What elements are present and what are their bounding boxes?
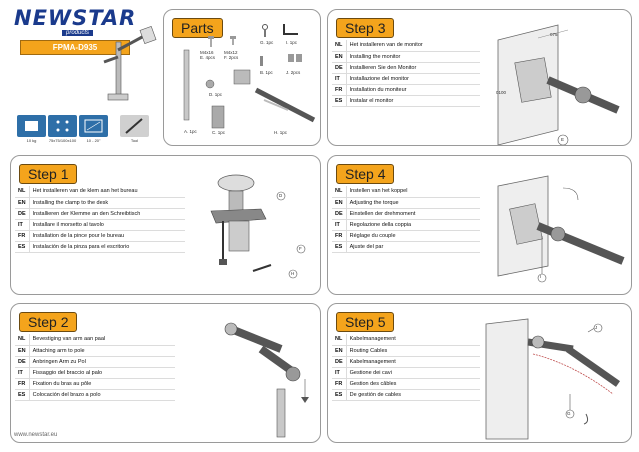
footer-url: www.newstar.eu bbox=[14, 432, 58, 438]
parts-drawings bbox=[183, 24, 316, 129]
step-3-illustration bbox=[497, 24, 620, 145]
brand-logo: NEWSTAR bbox=[14, 6, 137, 30]
spec-weight-label: 10 kg bbox=[26, 138, 37, 143]
spec-vesa-icon bbox=[48, 115, 77, 137]
part-i-label: I. 1pc bbox=[286, 40, 298, 45]
product-overview-drawing bbox=[103, 25, 157, 101]
step-2-title: Step 2 bbox=[19, 312, 78, 332]
part-c-label: C. 1pc bbox=[212, 130, 226, 135]
step-1-illustration bbox=[210, 174, 306, 279]
parts-panel: Parts M4x16 E. 4pcs M4x12 F. 2pcs G. 1pc… bbox=[163, 9, 321, 146]
step-5-callout-j: J bbox=[595, 325, 598, 330]
spec-screen-size-label: 10 - 20" bbox=[86, 138, 101, 143]
part-e-label: M4x16 E. 4pcs bbox=[200, 50, 216, 60]
part-b-label: B. 1pc bbox=[260, 70, 273, 75]
step-1-callout-d: D bbox=[279, 193, 283, 198]
step-4-callout-i: I bbox=[540, 274, 542, 279]
parts-title: Parts bbox=[172, 18, 223, 38]
step-2-illustration bbox=[224, 322, 309, 438]
step-3-callout-e: E bbox=[561, 137, 565, 142]
step-3-vesa-75: 075 bbox=[550, 32, 558, 37]
step-5-title: Step 5 bbox=[336, 312, 395, 332]
spec-tool-icon bbox=[120, 115, 149, 137]
part-d-label: D. 1pc bbox=[209, 92, 223, 97]
spec-vesa-label: 75x75/100x100 bbox=[48, 138, 77, 143]
part-g-label: G. 1pc bbox=[260, 40, 274, 45]
step-1-callout-f: F bbox=[299, 246, 302, 251]
step-1-callout-h: H bbox=[291, 271, 295, 276]
spec-tool-label: Tool bbox=[130, 138, 139, 143]
spec-screen-size-icon bbox=[79, 115, 108, 137]
step-5-illustration bbox=[485, 318, 621, 440]
step-4-illustration bbox=[497, 175, 625, 283]
part-h-label: H. 1pc bbox=[274, 130, 288, 135]
model-number: FPMA-D935 bbox=[20, 40, 130, 55]
brand-logo-sub: products bbox=[62, 30, 94, 36]
step-3-title: Step 3 bbox=[336, 18, 395, 38]
step-5-callout-g: G bbox=[567, 411, 571, 416]
spec-weight-icon bbox=[17, 115, 46, 137]
step-4-title: Step 4 bbox=[336, 164, 395, 184]
part-a-label: A. 1pc bbox=[184, 129, 197, 134]
part-f-label: M4x12 F. 2pcs bbox=[224, 50, 239, 60]
step-3-vesa-100: 0100 bbox=[496, 90, 507, 95]
step-1-title: Step 1 bbox=[19, 164, 78, 184]
part-j-label: J. 2pcs bbox=[286, 70, 301, 75]
